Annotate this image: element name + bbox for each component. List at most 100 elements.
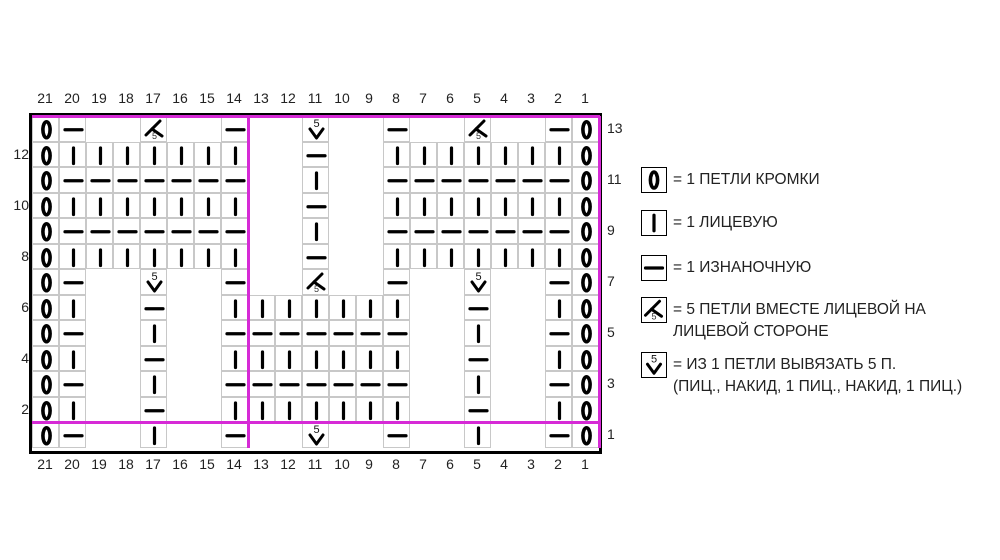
stitch-purl-r11-c4	[491, 167, 518, 193]
purl-icon	[63, 179, 84, 183]
stitch-no-stitch-r1-c12	[275, 422, 302, 448]
purl-icon	[441, 230, 462, 234]
purl-icon	[279, 332, 300, 336]
stitch-purl-r1-c8	[383, 422, 410, 448]
stitch-purl-r3-c8	[383, 371, 410, 397]
purl-icon	[63, 383, 84, 387]
stitch-purl-r10-c11	[302, 192, 329, 218]
stitch-knit-r8-c4	[491, 243, 518, 269]
knit-icon	[530, 247, 535, 267]
stitch-inc5-r7-c17: 5	[140, 269, 167, 295]
edge-icon	[41, 425, 52, 446]
stitch-knit-r8-c16	[167, 243, 194, 269]
edge-icon	[41, 349, 52, 370]
purl-icon	[306, 383, 327, 387]
repeat-line-horizontal	[32, 421, 600, 424]
svg-text:5: 5	[475, 271, 481, 283]
purl-icon	[495, 179, 516, 183]
knit-icon	[503, 145, 508, 165]
stitch-purl-r7-c14	[221, 269, 248, 295]
stitch-knit-r4-c13	[248, 345, 275, 371]
purl-icon	[387, 179, 408, 183]
stitch-no-stitch-r1-c3	[518, 422, 545, 448]
stitch-knit-r10-c7	[410, 192, 437, 218]
knit-icon	[152, 426, 157, 446]
knit-icon	[341, 349, 346, 369]
stitch-purl-r5-c14	[221, 320, 248, 346]
stitch-inc5-r1-c11: 5	[302, 422, 329, 448]
stitch-edge-r9-c21	[32, 218, 59, 244]
stitch-no-stitch-r13-c7	[410, 116, 437, 142]
stitch-purl-r12-c11	[302, 141, 329, 167]
edge-icon	[581, 247, 592, 268]
stitch-purl-r3-c12	[275, 371, 302, 397]
knit-icon	[314, 349, 319, 369]
stitch-knit-r10-c20	[59, 192, 86, 218]
edge-icon	[581, 298, 592, 319]
stitch-purl-r13-c8	[383, 116, 410, 142]
stitch-purl-r9-c17	[140, 218, 167, 244]
row-number: 1	[607, 426, 615, 442]
stitch-knit-r12-c15	[194, 141, 221, 167]
stitch-no-stitch-r7-c19	[86, 269, 113, 295]
knit-icon	[530, 145, 535, 165]
stitch-purl-r5-c8	[383, 320, 410, 346]
stitch-knit-r10-c16	[167, 192, 194, 218]
column-number: 4	[500, 456, 508, 472]
stitch-knit-r9-c11	[302, 218, 329, 244]
purl-icon	[225, 281, 246, 285]
stitch-purl-r11-c5	[464, 167, 491, 193]
knit-icon	[233, 196, 238, 216]
stitch-knit-r8-c18	[113, 243, 140, 269]
stitch-knit-r10-c14	[221, 192, 248, 218]
column-number: 10	[334, 90, 350, 106]
knit-icon	[641, 210, 667, 236]
stitch-no-stitch-r7-c6	[437, 269, 464, 295]
stitch-edge-r1-c21	[32, 422, 59, 448]
legend-item-purl: = 1 ИЗНАНОЧНУЮ	[641, 255, 811, 281]
stitch-knit-r12-c2	[545, 141, 572, 167]
purl-icon	[63, 281, 84, 285]
stitch-knit-r2-c2	[545, 396, 572, 422]
stitch-edge-r11-c1	[572, 167, 599, 193]
knit-icon	[71, 349, 76, 369]
knit-icon	[557, 298, 562, 318]
knit-icon	[314, 222, 319, 242]
column-number: 3	[527, 456, 535, 472]
column-number: 18	[118, 90, 134, 106]
purl-icon	[549, 434, 570, 438]
stitch-no-stitch-r12-c13	[248, 142, 275, 168]
row-number: 6	[21, 298, 29, 315]
legend-line-1: = 5 ПЕТЛИ ВМЕСТЕ ЛИЦЕВОЙ НА	[673, 301, 926, 318]
stitch-no-stitch-r5-c6	[437, 320, 464, 346]
purl-icon	[225, 128, 246, 132]
repeat-line-top	[32, 115, 600, 118]
purl-icon	[225, 332, 246, 336]
column-number: 3	[527, 90, 535, 106]
inc5-icon: 5	[641, 352, 667, 378]
knit-icon	[395, 298, 400, 318]
stitch-knit-r10-c8	[383, 192, 410, 218]
stitch-purl-r6-c17	[140, 294, 167, 320]
knit-icon	[476, 426, 481, 446]
stitch-edge-r12-c21	[32, 141, 59, 167]
stitch-no-stitch-r13-c16	[167, 116, 194, 142]
edge-icon	[581, 119, 592, 140]
purl-icon	[522, 179, 543, 183]
purl-icon	[387, 281, 408, 285]
stitch-no-stitch-r4-c16	[167, 346, 194, 372]
stitch-no-stitch-r1-c9	[356, 422, 383, 448]
stitch-purl-r11-c18	[113, 167, 140, 193]
stitch-edge-r10-c21	[32, 192, 59, 218]
knit-icon	[368, 298, 373, 318]
knit-icon	[125, 247, 130, 267]
knit-icon	[233, 349, 238, 369]
edge-icon	[581, 425, 592, 446]
stitch-no-stitch-r6-c6	[437, 295, 464, 321]
stitch-no-stitch-r9-c10	[329, 218, 356, 244]
stitch-purl-r9-c4	[491, 218, 518, 244]
knit-icon	[287, 400, 292, 420]
stitch-no-stitch-r4-c15	[194, 346, 221, 372]
purl-icon	[306, 204, 327, 208]
edge-icon	[581, 400, 592, 421]
